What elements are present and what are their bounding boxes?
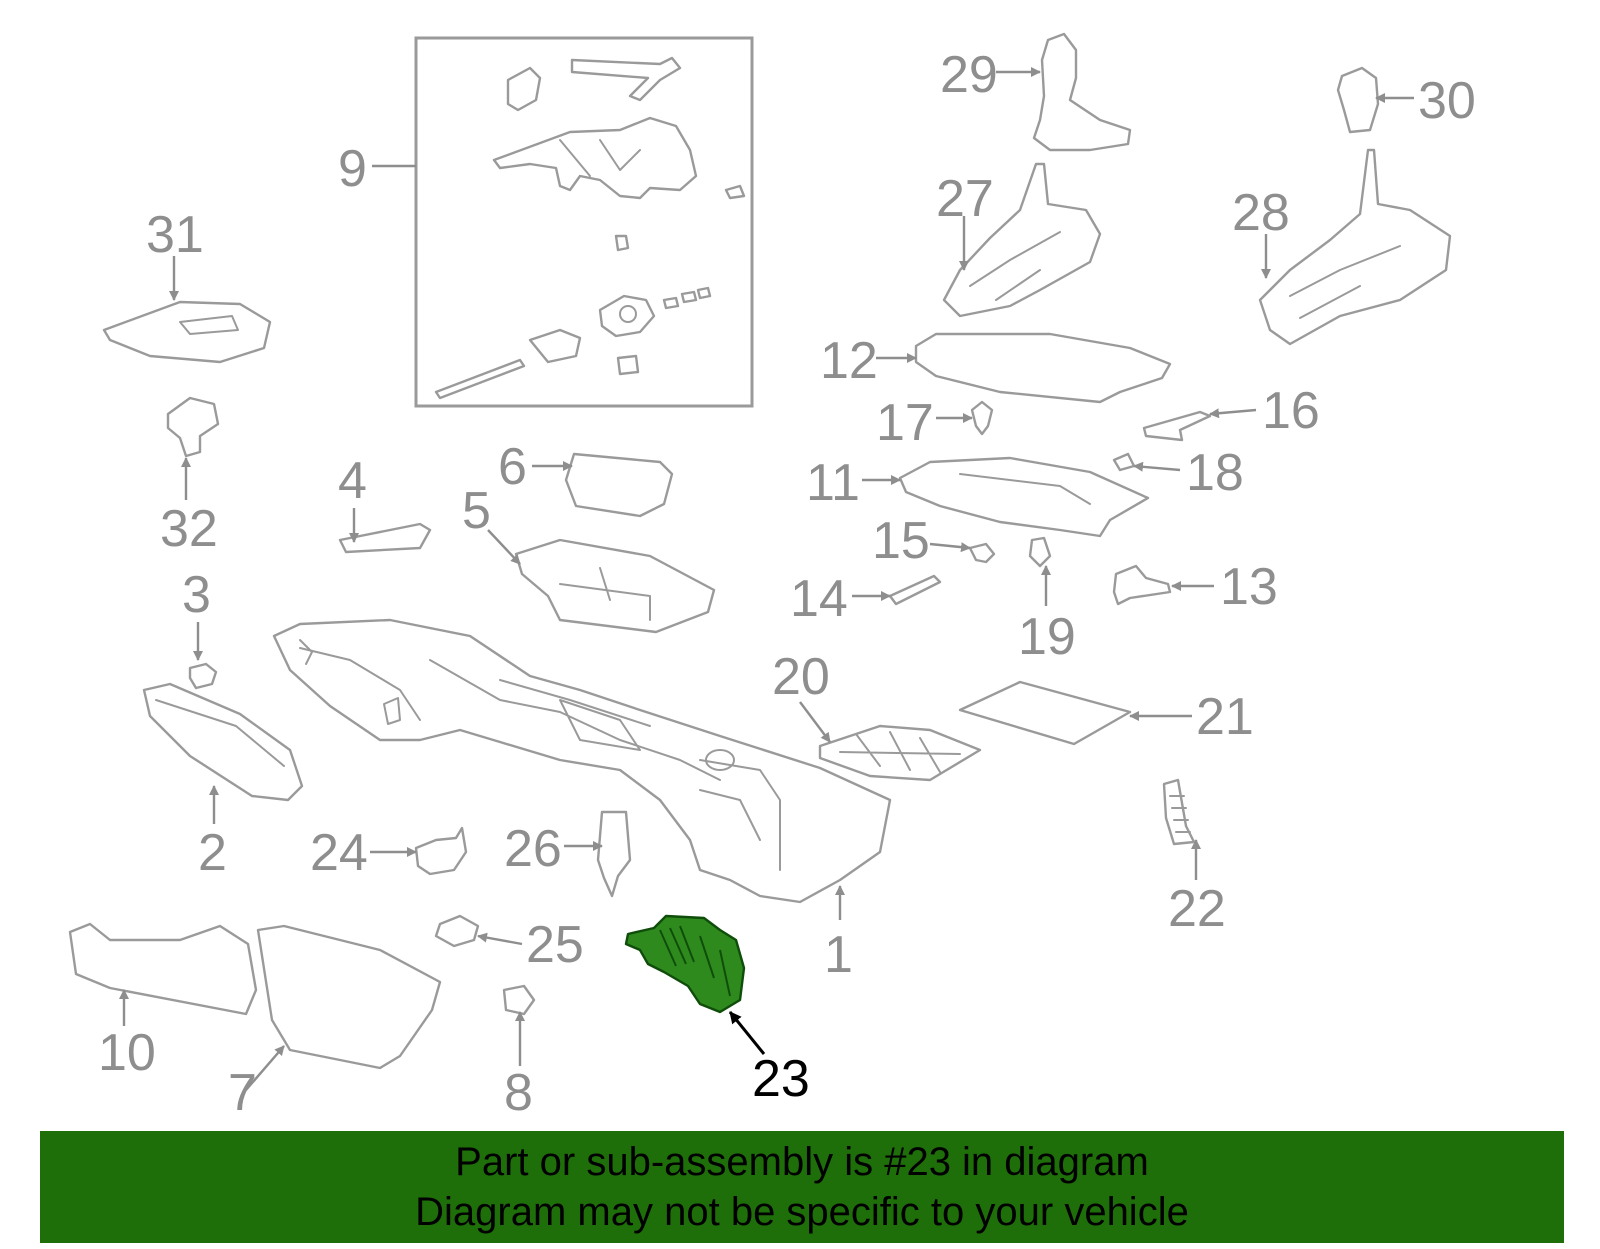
leader-23 [728,1011,766,1055]
part-24-bracket [414,826,468,876]
part-3-clip [188,662,218,690]
part-1-console [272,618,892,904]
banner-line-1: Part or sub-assembly is #23 in diagram [455,1140,1149,1184]
kit-box-9 [414,36,754,408]
part-13-latch [1112,564,1172,606]
part-14-pin [888,574,942,606]
callout-15: 15 [872,512,930,570]
part-15-screw [968,542,996,564]
callout-23: 23 [752,1050,810,1108]
part-11-inner-lid [898,456,1150,538]
callout-28: 28 [1232,184,1290,242]
part-28-shifter [1258,148,1452,346]
callout-1: 1 [824,926,853,984]
callout-26: 26 [504,820,562,878]
part-21-mat [958,680,1132,746]
callout-13: 13 [1220,558,1278,616]
part-25-clip [434,914,480,948]
leader-16 [1209,408,1257,419]
part-16-bracket [1142,410,1212,442]
part-18-clip [1112,452,1136,472]
part-5-tray [514,538,716,634]
callout-7: 7 [228,1064,257,1122]
callout-30: 30 [1418,72,1476,130]
callout-6: 6 [498,438,527,496]
leader-15 [929,542,971,553]
callout-14: 14 [790,570,848,628]
part-29-shift-knob [1032,32,1132,152]
part-19-clip [1028,536,1052,568]
callout-20: 20 [772,648,830,706]
part-26-switch [596,810,632,898]
part-32-knob [166,396,220,458]
callout-4: 4 [338,452,367,510]
callout-3: 3 [182,566,211,624]
leader-7 [245,1045,285,1091]
part-22-vent [1162,778,1196,846]
part-4-pad [338,522,432,554]
part-10-trim [68,922,258,1016]
leader-18 [1133,461,1181,472]
part-2-side-panel [142,682,304,802]
callout-9: 9 [338,140,367,198]
part-17-push-pin [970,400,994,436]
callout-19: 19 [1018,608,1076,666]
callout-21: 21 [1196,688,1254,746]
part-30-knob [1336,66,1380,134]
part-12-armrest-lid [914,332,1172,404]
callout-8: 8 [504,1064,533,1122]
part-6-bin [564,452,674,518]
leader-20 [799,701,831,743]
leader-25 [477,932,523,946]
part-7-trim [256,924,442,1070]
leader-5 [487,529,521,565]
callout-17: 17 [876,394,934,452]
callout-31: 31 [146,206,204,264]
part-23-highlighted [624,914,746,1014]
part-31-bezel [102,300,272,364]
callout-18: 18 [1186,444,1244,502]
callout-22: 22 [1168,880,1226,938]
callout-11: 11 [806,454,860,512]
part-8-clip [502,984,536,1016]
callout-32: 32 [160,500,218,558]
info-banner: Part or sub-assembly is #23 in diagram D… [40,1131,1564,1243]
callout-24: 24 [310,824,368,882]
callout-29: 29 [940,46,998,104]
part-9-components [434,56,746,400]
callout-25: 25 [526,916,584,974]
callout-27: 27 [936,170,994,228]
callout-5: 5 [462,482,491,540]
callout-10: 10 [98,1024,156,1082]
callout-2: 2 [198,824,227,882]
callout-12: 12 [820,332,878,390]
callout-16: 16 [1262,382,1320,440]
banner-line-2: Diagram may not be specific to your vehi… [415,1190,1189,1234]
